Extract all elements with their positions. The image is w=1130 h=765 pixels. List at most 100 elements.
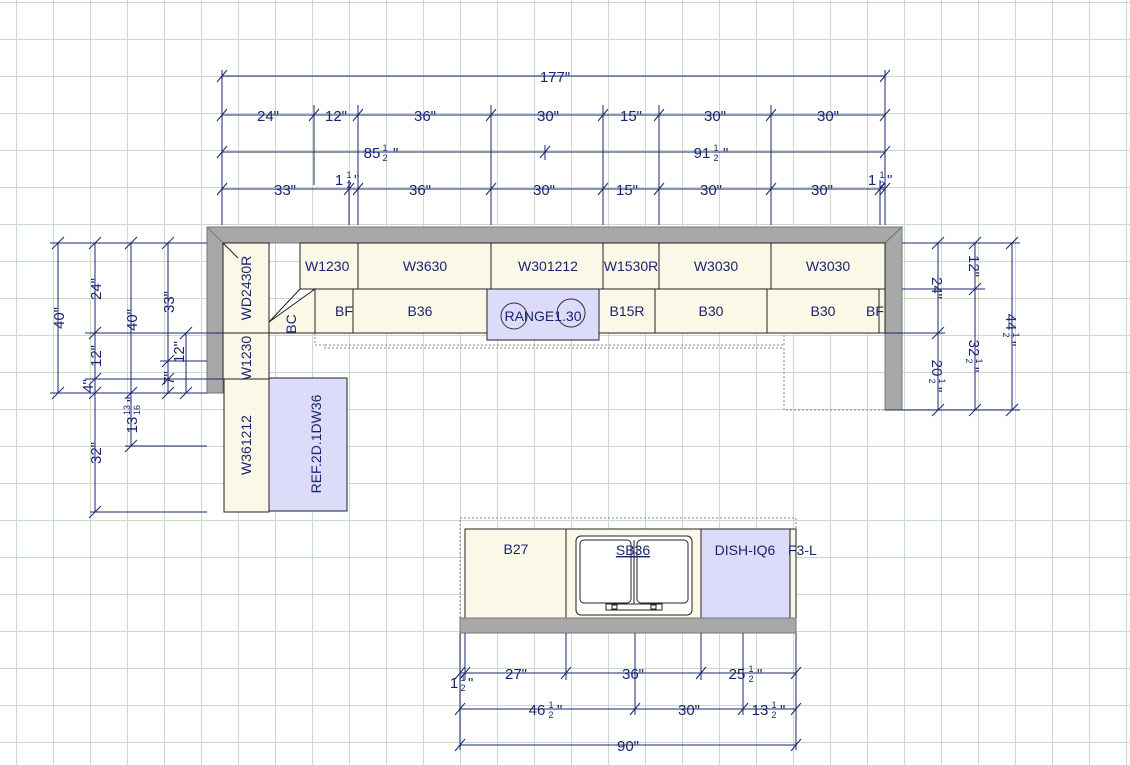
dim-row3-small-left: 1 1 2 " xyxy=(335,170,360,190)
dim-row3-15: 15" xyxy=(616,182,638,199)
label-w1230-left: W1230 xyxy=(238,336,254,381)
dim-left-40b: 40" xyxy=(124,309,141,331)
dim-row1-30b: 30" xyxy=(704,108,726,125)
dim-left-7: 7" xyxy=(161,371,178,385)
svg-text:": " xyxy=(887,172,892,189)
svg-text:2: 2 xyxy=(382,153,387,163)
dim-island-36: 36" xyxy=(622,666,644,683)
dim-island-13-half: 13 1 2 " xyxy=(752,700,786,720)
cabinet-w1530r[interactable] xyxy=(602,242,660,290)
dim-left-12b: 12" xyxy=(171,341,188,363)
cabinet-b27[interactable] xyxy=(464,528,567,619)
dim-row2-85-half: 85 1 2 " xyxy=(364,143,399,163)
cabinet-bf-left[interactable] xyxy=(314,288,354,334)
countertop-outline xyxy=(314,333,885,411)
cabinet-wd2430r[interactable] xyxy=(222,242,270,334)
dim-left-24: 24" xyxy=(88,278,105,300)
dim-island-27: 27" xyxy=(505,666,527,683)
svg-text:2: 2 xyxy=(460,683,465,693)
cabinet-w1230-left[interactable] xyxy=(222,332,270,380)
dim-row1-36: 36" xyxy=(414,108,436,125)
dim-row1-30a: 30" xyxy=(537,108,559,125)
label-w1230: W1230 xyxy=(305,258,350,274)
svg-text:": " xyxy=(723,145,728,162)
dim-island-46-half: 46 1 2 " xyxy=(529,700,563,720)
appliance-refrigerator[interactable] xyxy=(268,377,348,512)
dim-left-13-13-16: 13 13 16 " xyxy=(122,397,142,434)
label-b27: B27 xyxy=(504,541,529,557)
svg-text:1: 1 xyxy=(382,143,387,153)
svg-text:13: 13 xyxy=(752,702,769,719)
label-bf-left: BF xyxy=(335,303,353,319)
label-range: RANGE1.30 xyxy=(504,308,581,324)
right-dimensions: 24" 20 1 2 " 12" 32 1 2 " 44 1 2 " xyxy=(885,236,1021,417)
top-dimensions: 177" 24" 12" 36" 30" 15" 30" 30" 85 xyxy=(216,69,893,225)
dim-island-small: 1 1 2 " xyxy=(450,673,474,693)
svg-text:2: 2 xyxy=(748,674,753,684)
dim-left-40a: 40" xyxy=(51,307,68,329)
svg-text:": " xyxy=(354,172,359,189)
dim-row1-15: 15" xyxy=(620,108,642,125)
base-cabinet-run: BF B36 B15R B30 B30 BF RANGE1.30 xyxy=(314,288,886,341)
svg-text:": " xyxy=(393,145,398,162)
left-cabinet-run: WD2430R BC W1230 W361212 REF.2D.1DW36 xyxy=(222,242,348,513)
cabinet-w361212[interactable] xyxy=(223,378,270,513)
svg-text:": " xyxy=(468,675,473,692)
svg-text:1: 1 xyxy=(460,673,465,683)
svg-text:": " xyxy=(557,702,562,719)
wall-right xyxy=(884,225,903,411)
svg-text:2: 2 xyxy=(771,710,776,720)
svg-text:1: 1 xyxy=(974,358,984,363)
dim-row2-91-half: 91 1 2 " xyxy=(694,143,729,163)
island: B27 SB36 DISH-IQ6 F3-L xyxy=(459,517,817,634)
svg-text:": " xyxy=(780,702,785,719)
cabinet-bf-right[interactable] xyxy=(878,288,886,334)
cabinet-w301212[interactable] xyxy=(490,242,604,290)
svg-text:1: 1 xyxy=(335,172,343,189)
svg-text:16: 16 xyxy=(132,405,142,415)
svg-text:2: 2 xyxy=(927,378,937,383)
dim-right-20-half: 20 1 2 " xyxy=(927,360,947,393)
cabinet-b15r[interactable] xyxy=(598,288,656,334)
svg-text:2: 2 xyxy=(1001,332,1011,337)
svg-text:85: 85 xyxy=(364,145,381,162)
island-back-panel xyxy=(459,617,797,634)
appliance-range[interactable] xyxy=(486,288,600,341)
svg-text:": " xyxy=(757,666,762,683)
dim-right-24: 24" xyxy=(928,277,945,299)
dim-overall-177: 177" xyxy=(540,69,570,86)
svg-text:1: 1 xyxy=(748,664,753,674)
dim-row1-30c: 30" xyxy=(817,108,839,125)
svg-text:2: 2 xyxy=(879,180,884,190)
cabinet-w3030a[interactable] xyxy=(658,242,772,290)
cabinet-w3630[interactable] xyxy=(357,242,492,290)
cabinet-b36[interactable] xyxy=(352,288,488,334)
island-dimensions: 1 1 2 " 27" 36" 25 1 2 " 46 1 2 " 30" 13… xyxy=(450,633,802,755)
dim-left-12a: 12" xyxy=(88,345,105,367)
label-b36: B36 xyxy=(408,303,433,319)
svg-text:91: 91 xyxy=(694,145,711,162)
label-w361212: W361212 xyxy=(238,415,254,475)
svg-text:1: 1 xyxy=(937,378,947,383)
svg-text:13: 13 xyxy=(122,405,132,415)
label-w1530r: W1530R xyxy=(604,258,658,274)
svg-text:1: 1 xyxy=(771,700,776,710)
label-refrigerator: REF.2D.1DW36 xyxy=(308,394,324,493)
label-bf-right: BF xyxy=(866,303,884,319)
dim-row3-small-right: 1 1 2 " xyxy=(868,170,893,190)
label-bc: BC xyxy=(283,314,299,333)
cabinet-w1230[interactable] xyxy=(299,242,359,290)
cabinet-b30a[interactable] xyxy=(654,288,768,334)
label-w3030b: W3030 xyxy=(806,258,851,274)
svg-text:1: 1 xyxy=(879,170,884,180)
svg-text:1: 1 xyxy=(713,143,718,153)
svg-text:25: 25 xyxy=(729,666,746,683)
appliance-dishwasher[interactable] xyxy=(700,528,791,619)
dim-left-33: 33" xyxy=(161,291,178,313)
svg-text:2: 2 xyxy=(548,710,553,720)
label-w301212: W301212 xyxy=(518,258,578,274)
dim-row3-30c: 30" xyxy=(811,182,833,199)
svg-text:2: 2 xyxy=(964,358,974,363)
cabinet-bc-corner[interactable] xyxy=(268,288,316,334)
